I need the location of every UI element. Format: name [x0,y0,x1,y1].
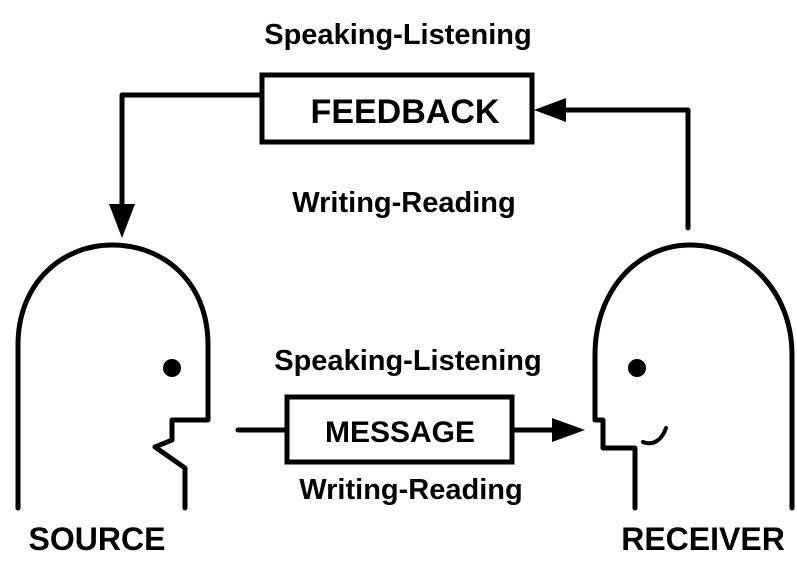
feedback-arrowhead-left [534,98,566,122]
source-head [15,242,211,511]
feedback-box: FEEDBACK [259,72,535,145]
message-box: MESSAGE [284,394,515,465]
feedback-arrowhead-down [109,204,135,238]
source-label: SOURCE [29,521,166,557]
feedback-top-label: Speaking-Listening [264,19,531,51]
message-box-label: MESSAGE [325,416,475,449]
message-arrowhead-right [552,418,585,442]
feedback-line-receiver [557,107,691,231]
receiver-label: RECEIVER [621,521,785,557]
receiver-head [592,242,795,511]
feedback-box-label: FEEDBACK [311,93,500,131]
feedback-line-source [119,92,265,213]
source-eye [163,359,181,377]
receiver-eye [628,359,646,377]
message-top-label: Speaking-Listening [274,345,541,377]
feedback-bottom-label: Writing-Reading [292,187,515,219]
receiver-smile [641,426,668,446]
message-bottom-label: Writing-Reading [299,474,522,506]
